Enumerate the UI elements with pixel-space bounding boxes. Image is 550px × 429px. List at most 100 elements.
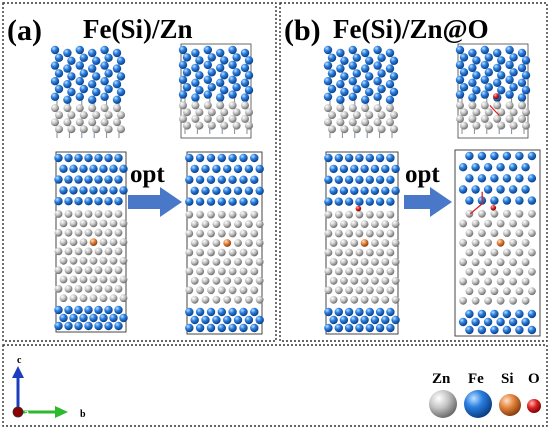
zn-atom — [191, 101, 200, 110]
zn-atom — [185, 248, 194, 257]
fe-atom — [239, 307, 248, 317]
zn-atom — [245, 108, 253, 117]
fe-atom — [465, 196, 474, 205]
fe-atom — [515, 325, 524, 335]
fe-atom — [244, 71, 254, 80]
fe-atom — [190, 315, 199, 325]
fe-atom — [355, 175, 364, 184]
fe-atom — [340, 72, 349, 81]
fe-atom — [521, 163, 530, 172]
fe-atom — [185, 323, 194, 333]
zn-atom — [67, 111, 76, 120]
fe-atom — [483, 163, 493, 172]
fe-atom — [340, 56, 349, 65]
fe-atom — [505, 45, 514, 55]
fe-atom — [327, 84, 337, 94]
si-atom — [496, 238, 505, 247]
zn-atom — [109, 219, 118, 228]
fe-atom — [458, 185, 468, 194]
fe-atom — [207, 68, 216, 77]
zn-atom — [497, 108, 506, 117]
fe-atom — [114, 321, 123, 331]
fe-atom — [386, 307, 395, 317]
fe-atom — [79, 53, 89, 62]
zn-atom — [64, 228, 73, 237]
fe-atom — [334, 175, 343, 184]
fe-atom — [521, 56, 531, 65]
fe-atom — [228, 75, 237, 85]
zn-atom — [329, 295, 338, 304]
fe-atom — [232, 83, 241, 92]
fe-atom — [190, 186, 199, 195]
zn-atom — [239, 267, 248, 276]
zn-atom — [51, 104, 59, 113]
panel-a-top-after-structure — [178, 43, 254, 139]
panel-b-label: (b) — [284, 14, 321, 47]
fe-atom — [79, 186, 88, 195]
zn-atom — [250, 229, 259, 238]
zn-atom — [75, 104, 84, 113]
si-atom — [89, 238, 98, 247]
fe-atom — [212, 164, 221, 174]
zn-atom — [201, 295, 210, 304]
zn-atom — [528, 267, 536, 276]
zn-atom — [196, 210, 205, 219]
zn-atom — [88, 118, 97, 127]
zn-atom — [89, 294, 98, 303]
fe-atom — [191, 93, 200, 102]
fe-atom — [508, 163, 518, 172]
fe-atom — [477, 309, 487, 319]
panel-b-title: Fe(Si)/Zn@O — [333, 14, 489, 44]
zn-atom — [223, 295, 232, 304]
fe-atom — [508, 185, 518, 194]
panel-b-opt-arrow — [404, 187, 452, 217]
fe-atom — [116, 56, 126, 65]
fe-atom — [471, 163, 480, 172]
fe-atom — [54, 84, 64, 94]
fe-atom — [527, 325, 537, 335]
fe-atom — [334, 197, 343, 206]
fe-atom — [64, 197, 73, 206]
zn-atom — [522, 121, 530, 130]
zn-atom — [191, 114, 200, 123]
fe-atom — [505, 75, 514, 85]
fe-atom — [490, 196, 499, 205]
zn-atom — [217, 210, 226, 219]
zn-atom — [503, 229, 511, 238]
zn-atom — [350, 276, 359, 285]
zn-atom — [228, 267, 237, 276]
zn-atom — [334, 286, 343, 295]
zn-atom — [207, 286, 215, 295]
fe-atom — [327, 53, 337, 62]
zn-atom — [203, 101, 212, 110]
zn-atom — [54, 266, 63, 275]
zn-atom — [89, 256, 98, 265]
fe-atom — [84, 321, 93, 331]
zn-atom — [255, 258, 264, 266]
fe-atom — [217, 307, 226, 317]
zn-atom — [456, 114, 464, 123]
legend-frame — [2, 344, 548, 427]
fe-atom — [459, 83, 469, 92]
zn-atom — [336, 118, 345, 127]
fe-atom — [74, 197, 83, 206]
zn-atom — [484, 296, 492, 305]
zn-atom — [490, 229, 499, 238]
zn-atom — [324, 267, 333, 276]
zn-atom — [490, 287, 499, 296]
zn-atom — [185, 286, 194, 295]
fe-atom — [334, 323, 343, 333]
fe-atom — [515, 309, 524, 319]
fe-atom — [233, 164, 243, 174]
zn-atom — [212, 295, 221, 304]
fe-atom — [84, 305, 93, 315]
fe-atom — [67, 56, 76, 65]
fe-atom — [480, 75, 489, 85]
zn-atom — [334, 248, 343, 257]
fe-atom — [344, 175, 354, 184]
zn-atom — [518, 101, 526, 110]
zn-atom — [232, 108, 241, 117]
zn-atom — [79, 256, 88, 265]
zn-atom — [521, 277, 530, 286]
